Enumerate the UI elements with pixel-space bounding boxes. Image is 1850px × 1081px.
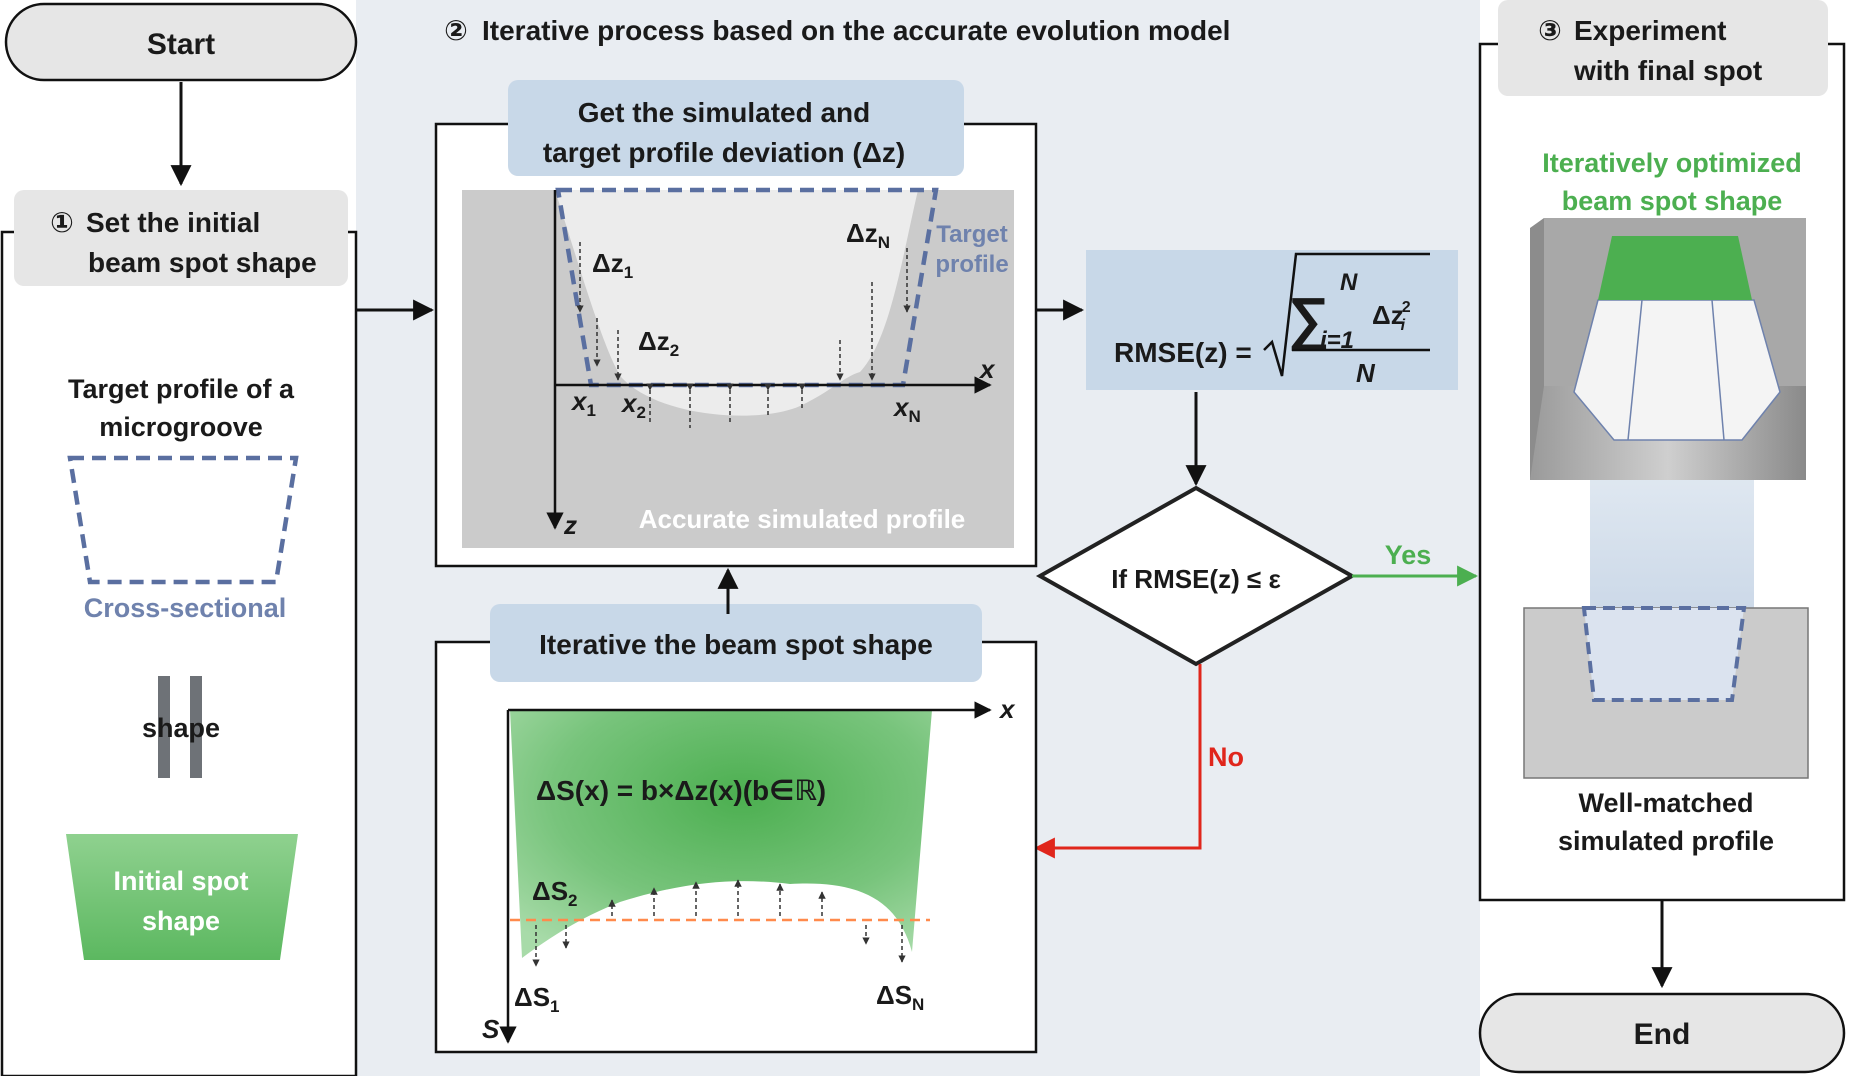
deviation-header: [508, 80, 964, 176]
beam-spot-region: [510, 710, 932, 958]
xN-label: xN: [892, 392, 921, 426]
spot-adjustment-arrows: [532, 879, 906, 967]
x2-label: x2: [620, 388, 646, 422]
section1-header: [14, 190, 348, 286]
end-node: [1478, 992, 1846, 1074]
start-node: [4, 2, 358, 82]
simulated-profile-curve: [555, 190, 918, 416]
dsN-label: ΔSN: [876, 980, 924, 1014]
target-microgroove-outline: [67, 455, 299, 585]
dzN-label: ΔzN: [846, 218, 890, 252]
z-axis-label: z: [563, 510, 577, 540]
target-profile-label-line1: Target: [936, 221, 1008, 248]
arrow-no: [1033, 664, 1202, 859]
end-label: End: [1634, 1018, 1691, 1051]
matched-profile-label-line2: simulated profile: [1558, 826, 1774, 856]
x1-label: x1: [570, 386, 596, 420]
target-profile-label-line2: microgroove: [99, 412, 263, 442]
section1-title-line2: beam spot shape: [88, 247, 317, 278]
ds1-label: ΔS1: [514, 982, 560, 1016]
initial-spot-label-line1: Initial spot: [114, 866, 249, 896]
shape-word: shape: [142, 713, 220, 743]
optimized-spot-label-line2: beam spot shape: [1562, 186, 1783, 216]
dz1-label: Δz1: [592, 248, 633, 282]
deviation-arrows: [576, 242, 911, 428]
section3-title-line1: Experiment: [1574, 15, 1727, 46]
yes-label: Yes: [1385, 540, 1432, 570]
no-label: No: [1208, 742, 1244, 772]
section3-header: [1498, 0, 1828, 96]
initial-spot-shape: [66, 834, 298, 960]
section1-number: ①: [50, 207, 74, 238]
rmse-formula-box: [1086, 250, 1458, 390]
cross-sectional-label: Cross-sectional: [84, 593, 287, 623]
spot-x-axis-label: x: [998, 694, 1016, 724]
section3-title-line2: with final spot: [1573, 55, 1762, 86]
matched-profile-label-line1: Well-matched: [1578, 788, 1753, 818]
accurate-profile-label: Accurate simulated profile: [639, 504, 966, 534]
iterate-title: Iterative the beam spot shape: [539, 629, 933, 660]
sum-symbol: ∑: [1288, 286, 1329, 351]
equals-sign-icon: [158, 676, 202, 778]
ds2-label: ΔS2: [532, 876, 578, 910]
rmse-denominator: N: [1356, 358, 1376, 388]
optimized-spot-label-line1: Iteratively optimized: [1542, 148, 1802, 178]
update-formula: ΔS(x) = b×Δz(x)(b∈ℝ): [536, 775, 826, 806]
s-axis-label: S: [482, 1014, 500, 1044]
target-profile-label-line1: Target profile of a: [68, 374, 295, 404]
decision-diamond: [1035, 485, 1357, 667]
beam-column: [1590, 480, 1754, 610]
sum-upper: N: [1340, 269, 1358, 296]
deviation-title-line2: target profile deviation (Δz): [543, 137, 905, 168]
matched-groove-profile: [1581, 606, 1747, 702]
start-label: Start: [147, 28, 215, 61]
deviation-title-line1: Get the simulated and: [578, 97, 871, 128]
rmse-lhs: RMSE(z) =: [1114, 337, 1252, 368]
iterate-header: [490, 604, 982, 682]
initial-spot-label-line2: shape: [142, 906, 220, 936]
section1-title-line1: Set the initial: [86, 207, 260, 238]
section2-title: Iterative process based on the accurate …: [482, 15, 1230, 46]
optimized-spot-shape: [1598, 236, 1752, 300]
target-profile-label-line2: profile: [935, 251, 1008, 278]
decision-label: If RMSE(z) ≤ ε: [1111, 564, 1281, 594]
x-axis-label: x: [978, 354, 996, 384]
section2-number: ②: [444, 15, 468, 46]
dz2-label: Δz2: [638, 326, 679, 360]
sqrt-symbol: [1263, 252, 1430, 377]
section3-number: ③: [1538, 15, 1562, 46]
